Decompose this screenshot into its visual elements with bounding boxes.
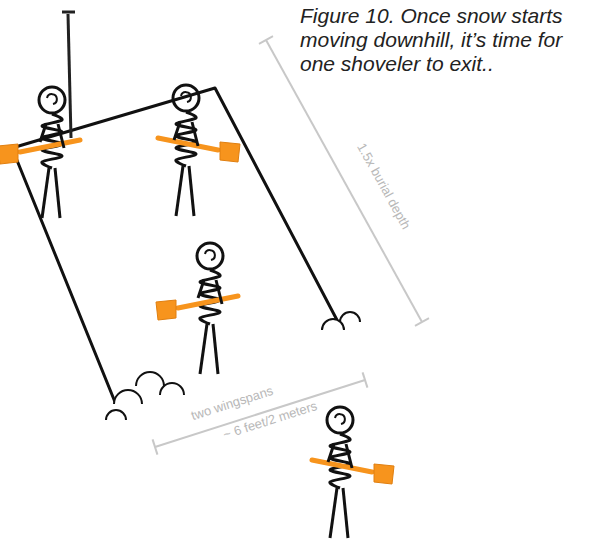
width-dimension [153, 372, 368, 454]
probe-cap [62, 11, 75, 14]
depth-dimension [259, 36, 429, 326]
probe [68, 14, 71, 138]
snow-mound [322, 312, 360, 330]
shoveler [312, 407, 394, 538]
shoveler [156, 243, 238, 374]
dimension-label: 1.5x burial depth [354, 140, 414, 231]
shoveler [158, 85, 240, 216]
snow-mound [106, 372, 184, 420]
pit-outline [12, 88, 337, 402]
figure-caption: Figure 10. Once snow starts moving downh… [300, 4, 600, 76]
shoveler [0, 87, 80, 218]
